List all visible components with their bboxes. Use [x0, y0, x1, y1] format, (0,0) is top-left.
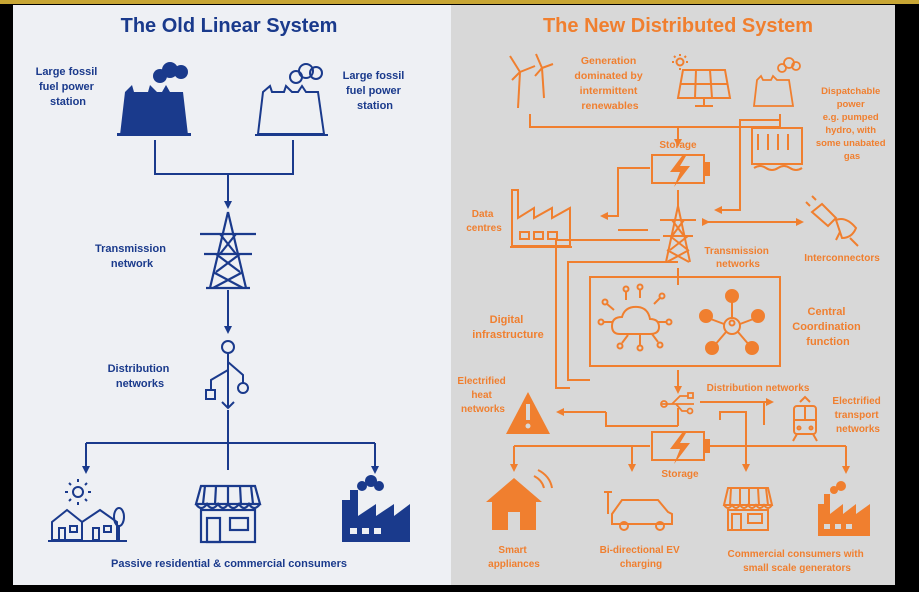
- residential-houses-icon: [48, 479, 127, 542]
- transmission-networks-label: Transmission networks: [704, 246, 771, 270]
- right-flow-lines: [510, 114, 850, 474]
- shop-storefront-icon: [194, 484, 262, 544]
- right-title: The New Distributed System: [543, 15, 813, 37]
- transport-networks-label: Electrified transport networks: [832, 396, 883, 435]
- train-icon: [792, 395, 818, 442]
- commercial-shop-icon: [722, 487, 774, 531]
- left-flow-lines: [82, 140, 379, 474]
- ev-car-icon: [604, 491, 673, 531]
- interconnectors-label: Interconnectors: [804, 253, 880, 264]
- distribution-networks-label: Distribution networks: [707, 383, 810, 394]
- central-coordination-label: Central Coordination function: [792, 306, 864, 348]
- pumped-hydro-icon: [751, 127, 803, 171]
- fossil-1-label: Large fossil fuel power station: [36, 66, 101, 108]
- heat-networks-label: Electrified heat networks: [457, 376, 508, 415]
- fossil-2-label: Large fossil fuel power station: [343, 70, 408, 112]
- distribution-label: Distribution networks: [108, 363, 173, 390]
- storage-battery-top-icon: [651, 154, 710, 187]
- smart-home-icon: [486, 469, 553, 530]
- storage-bottom-label: Storage: [661, 469, 699, 480]
- storage-top-label: Storage: [659, 140, 697, 151]
- factory-icon-right: [818, 481, 870, 536]
- factory-icon: [342, 475, 410, 542]
- dispatchable-label: Dispatchable power e.g. pumped hydro, wi…: [816, 86, 888, 162]
- storage-battery-bottom-icon: [651, 431, 710, 464]
- distribution-network-icon-right: [660, 392, 694, 415]
- digital-infra-label: Digital infrastructure: [472, 314, 544, 341]
- left-title: The Old Linear System: [121, 15, 338, 37]
- gas-power-station-icon: [752, 57, 801, 107]
- fossil-power-station-filled-icon: [117, 62, 191, 136]
- people-network-icon: [699, 289, 765, 355]
- ev-charging-label: Bi-directional EV charging: [600, 545, 683, 570]
- generation-label: Generation dominated by intermittent ren…: [574, 55, 645, 112]
- fossil-power-station-outline-icon: [255, 63, 328, 136]
- interconnector-plug-icon: [805, 195, 859, 247]
- consumers-label: Passive residential & commercial consume…: [111, 558, 347, 570]
- transmission-tower-icon-right: [660, 205, 696, 263]
- heat-warning-icon: [506, 392, 550, 434]
- commercial-consumers-label: Commercial consumers with small scale ge…: [728, 549, 867, 574]
- data-centres-label: Data centres: [466, 209, 502, 234]
- top-accent-bar: [0, 0, 919, 4]
- wind-turbine-icon: [509, 53, 554, 109]
- smart-appliances-label: Smart appliances: [488, 545, 540, 570]
- data-centre-icon: [510, 189, 572, 248]
- transmission-tower-icon: [200, 211, 256, 290]
- transmission-label: Transmission network: [95, 243, 169, 270]
- cloud-network-icon: [597, 283, 673, 352]
- central-coordination-box: [589, 276, 781, 367]
- solar-panel-icon: [672, 54, 732, 107]
- distribution-network-icon: [205, 340, 249, 410]
